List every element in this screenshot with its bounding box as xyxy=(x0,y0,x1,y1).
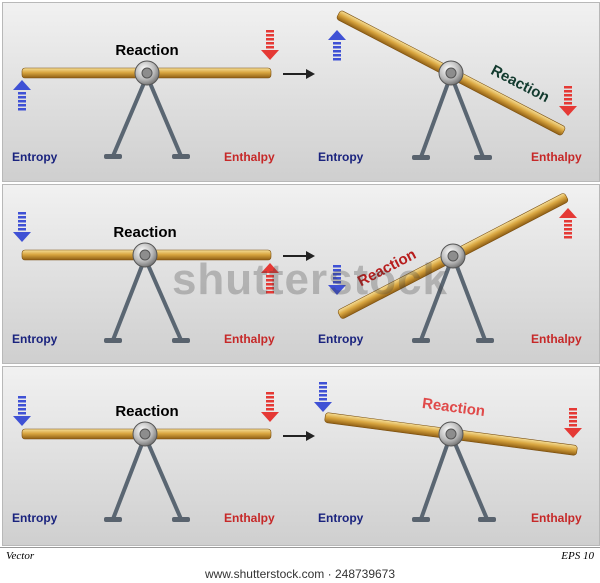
reaction-label-tilted: Reaction xyxy=(421,395,486,420)
enthalpy-arrow-down-icon xyxy=(564,408,582,438)
seesaw-right-row-1 xyxy=(336,10,566,160)
footer-vector-label: Vector xyxy=(6,550,35,562)
transition-arrow-icon xyxy=(283,431,315,441)
seesaw-left-row-2 xyxy=(21,242,272,343)
panel-row-2 xyxy=(2,184,600,364)
entropy-arrow-up-icon xyxy=(328,30,346,61)
reaction-label: Reaction xyxy=(113,224,176,241)
reaction-label: Reaction xyxy=(115,403,178,420)
entropy-arrow-down-icon xyxy=(13,212,31,242)
entropy-arrow-up-icon xyxy=(13,80,31,111)
enthalpy-arrow-up-icon xyxy=(261,263,279,294)
enthalpy-arrow-up-icon xyxy=(559,208,577,239)
seesaw-right-row-2 xyxy=(337,193,569,343)
seesaw-left-row-1 xyxy=(21,60,272,159)
seesaw-left-row-3 xyxy=(21,421,272,522)
enthalpy-label: Enthalpy xyxy=(531,511,582,525)
entropy-label: Entropy xyxy=(318,332,364,346)
reaction-label: Reaction xyxy=(115,42,178,59)
entropy-label: Entropy xyxy=(12,332,58,346)
stock-credit: www.shutterstock.com · 248739673 xyxy=(0,565,600,583)
enthalpy-label: Enthalpy xyxy=(224,511,275,525)
transition-arrow-icon xyxy=(283,251,315,261)
row-3: Reaction Entropy Enthalpy xyxy=(12,382,582,525)
enthalpy-label: Enthalpy xyxy=(224,332,275,346)
entropy-label: Entropy xyxy=(12,150,58,164)
enthalpy-arrow-down-icon xyxy=(559,86,577,116)
enthalpy-label: Enthalpy xyxy=(224,150,275,164)
footer-bar: Vector EPS 10 xyxy=(0,547,600,565)
panel-row-3 xyxy=(2,366,600,546)
panel-row-1 xyxy=(2,2,600,182)
seesaw-diagram: Reaction Entropy Enthalpy xyxy=(12,10,582,525)
enthalpy-arrow-down-icon xyxy=(261,392,279,422)
enthalpy-label: Enthalpy xyxy=(531,332,582,346)
seesaw-right-row-3 xyxy=(324,412,578,522)
entropy-arrow-down-icon xyxy=(13,396,31,426)
entropy-label: Entropy xyxy=(318,150,364,164)
entropy-label: Entropy xyxy=(318,511,364,525)
transition-arrow-icon xyxy=(283,69,315,79)
row-1: Reaction Entropy Enthalpy xyxy=(12,10,582,164)
entropy-label: Entropy xyxy=(12,511,58,525)
footer-eps-label: EPS 10 xyxy=(561,550,594,562)
footer-divider xyxy=(0,547,600,548)
entropy-arrow-down-icon xyxy=(328,265,346,295)
enthalpy-arrow-down-icon xyxy=(261,30,279,60)
row-2: Reaction Entropy Enthalpy xyxy=(12,193,582,346)
entropy-arrow-down-icon xyxy=(314,382,332,412)
enthalpy-label: Enthalpy xyxy=(531,150,582,164)
